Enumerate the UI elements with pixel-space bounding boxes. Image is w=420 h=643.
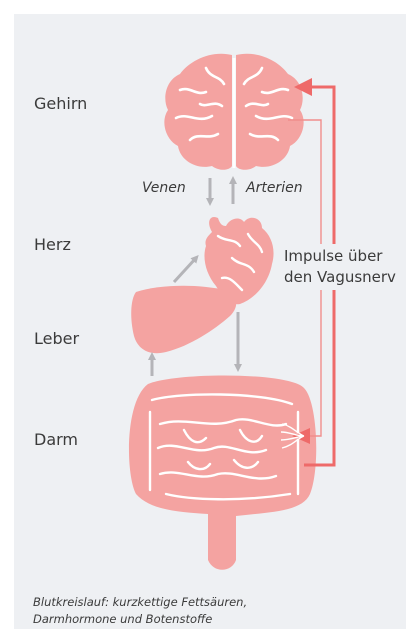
label-heart: Herz xyxy=(34,235,71,254)
label-brain: Gehirn xyxy=(34,94,87,113)
label-liver: Leber xyxy=(34,329,79,348)
caption-line-2: Darmhormone und Botenstoffe xyxy=(33,611,393,628)
label-veins: Venen xyxy=(142,180,186,196)
vagus-impulse-line-2: den Vagusnerv xyxy=(284,267,404,288)
brain-icon xyxy=(164,54,303,170)
vagus-impulse-label: Impulse über den Vagusnerv xyxy=(284,244,404,290)
arrow-liver-to-heart xyxy=(174,258,196,282)
label-gut: Darm xyxy=(34,430,78,449)
label-arteries: Arterien xyxy=(246,180,303,196)
intestine-icon xyxy=(129,375,316,569)
liver-icon xyxy=(131,286,236,353)
vagus-impulse-line-1: Impulse über xyxy=(284,246,404,267)
caption-line-1: Blutkreislauf: kurzkettige Fettsäuren, xyxy=(33,594,393,611)
diagram-caption: Blutkreislauf: kurzkettige Fettsäuren, D… xyxy=(33,594,393,628)
